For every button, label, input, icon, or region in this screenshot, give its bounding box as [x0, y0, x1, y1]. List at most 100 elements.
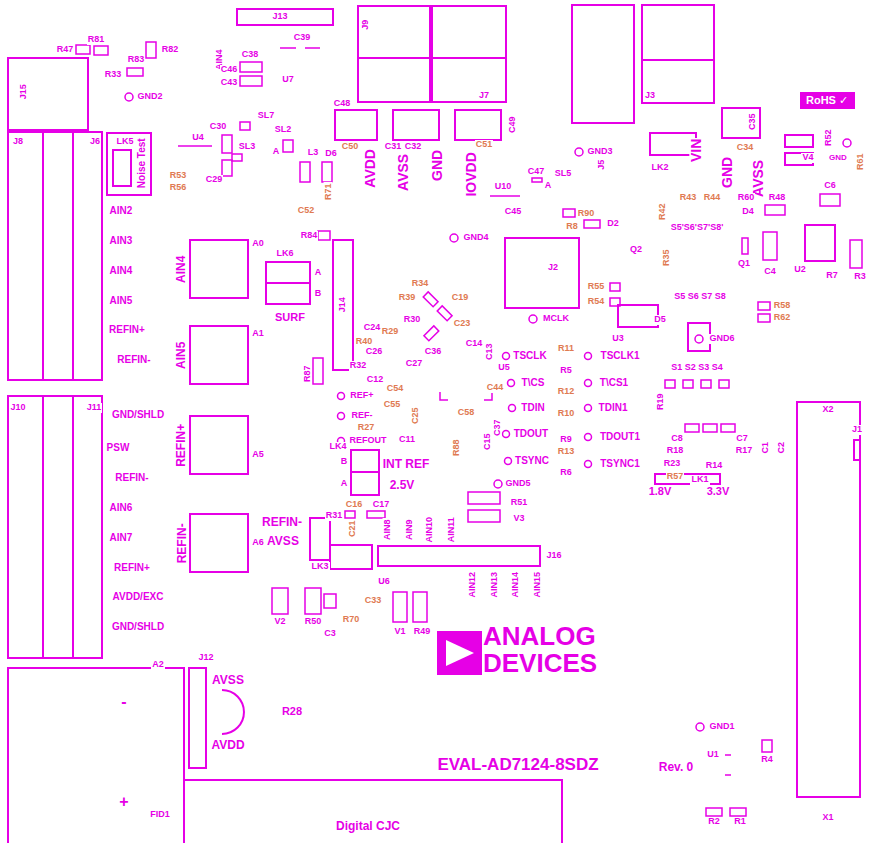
- connector-outline: [785, 135, 813, 147]
- component-pad: [665, 380, 675, 388]
- silk-label: AIN12: [468, 571, 477, 599]
- silk-label: 1.8V: [648, 486, 673, 498]
- connector-outline: [266, 262, 310, 304]
- silk-label: R43: [679, 193, 698, 202]
- silk-label: J14: [338, 296, 347, 313]
- silk-label: R61: [855, 153, 864, 172]
- silk-label: REF+: [349, 391, 374, 400]
- silk-label: R81: [87, 35, 106, 44]
- silk-label: LK6: [275, 249, 294, 258]
- silk-label: 2.5V: [389, 479, 416, 492]
- silk-label: R87: [302, 365, 311, 384]
- silk-label: R40: [355, 337, 374, 346]
- silk-label: ANALOG DEVICES: [482, 623, 624, 678]
- silk-label: C6: [823, 181, 837, 190]
- component-pad: [721, 424, 735, 432]
- silk-label: C21: [347, 520, 356, 539]
- silk-label: C23: [453, 319, 472, 328]
- silk-label: S5 S6 S7 S8: [673, 292, 727, 301]
- silk-label: V2: [273, 617, 286, 626]
- silk-label: TSCLK: [512, 351, 547, 362]
- component-pad: [563, 209, 575, 217]
- silk-label: R82: [161, 45, 180, 54]
- silk-label: V1: [393, 627, 406, 636]
- connector-outline: [455, 110, 501, 140]
- rohs-badge: RoHS ✓: [800, 92, 855, 109]
- silk-label: AIN6: [109, 503, 134, 514]
- component-pad: [423, 292, 438, 307]
- silk-label: Noise Test: [137, 137, 148, 189]
- test-point: [509, 405, 516, 412]
- connector-outline: [378, 546, 540, 566]
- silk-label: C49: [507, 116, 516, 135]
- component-pad: [440, 392, 492, 400]
- component-pad: [610, 283, 620, 291]
- component-pad: [367, 511, 385, 518]
- silk-label: R23: [663, 459, 682, 468]
- silk-label: AIN13: [490, 571, 499, 599]
- silk-label: C47: [527, 167, 546, 176]
- silk-label: C25: [410, 407, 419, 426]
- silk-label: GND2: [136, 92, 163, 101]
- silk-label: J7: [478, 91, 490, 100]
- silk-label: C27: [405, 359, 424, 368]
- connector-outline: [8, 58, 88, 130]
- test-point: [494, 480, 502, 488]
- silk-label: C33: [364, 596, 383, 605]
- silk-label: TSCLK1: [600, 351, 641, 362]
- component-pad: [345, 511, 355, 518]
- connector-outline: [266, 282, 310, 284]
- silk-label: REFIN+: [113, 563, 151, 574]
- silk-label: C45: [504, 207, 523, 216]
- connector-outline: [854, 440, 860, 460]
- adi-logo: [437, 631, 483, 675]
- silk-label: R53: [169, 171, 188, 180]
- silk-label: S1 S2 S3 S4: [670, 363, 724, 372]
- component-pad: [322, 162, 332, 182]
- component-pad: [324, 594, 336, 608]
- silk-label: A1: [251, 329, 265, 338]
- silk-label: C13: [484, 343, 493, 362]
- component-pad: [222, 135, 232, 153]
- silk-label: X1: [821, 813, 834, 822]
- badge-text: RoHS ✓: [806, 94, 849, 106]
- component-pad: [393, 592, 407, 622]
- silk-label: R60: [737, 193, 756, 202]
- test-point: [843, 139, 851, 147]
- test-point: [503, 431, 510, 438]
- silk-label: TSYNC: [514, 456, 550, 467]
- adi-logo: [446, 640, 474, 666]
- silk-label: J9: [361, 19, 370, 31]
- connector-outline: [358, 57, 506, 59]
- component-pad: [94, 46, 108, 55]
- component-pad: [703, 424, 717, 432]
- silk-label: C17: [372, 500, 391, 509]
- connector-outline: [688, 323, 710, 351]
- component-pad: [532, 178, 542, 182]
- silk-label: Q2: [629, 245, 643, 254]
- connector-outline: [572, 5, 634, 123]
- silk-label: V4: [801, 153, 814, 162]
- silk-label: R47: [56, 45, 75, 54]
- connector-outline: [8, 668, 184, 843]
- silk-label: J12: [197, 653, 214, 662]
- silk-label: REFIN-: [261, 516, 303, 529]
- silk-label: C15: [482, 433, 491, 452]
- test-point: [125, 93, 851, 731]
- silk-label: R28: [281, 706, 303, 718]
- silk-label: GND/SHLD: [111, 622, 165, 633]
- silk-label: R70: [342, 615, 361, 624]
- connector-outline: [642, 59, 714, 61]
- silk-label: J3: [644, 91, 656, 100]
- connector-outline: [8, 5, 860, 843]
- test-point: [585, 353, 592, 360]
- connector-outline: [190, 514, 248, 572]
- connector-outline: [642, 5, 714, 103]
- silk-label: LK3: [310, 562, 329, 571]
- silk-label: AIN5: [109, 296, 134, 307]
- silk-label: REFIN+: [108, 325, 146, 336]
- component-pad: [305, 588, 321, 614]
- component-pad: [413, 592, 427, 622]
- silk-label: R62: [773, 313, 792, 322]
- silk-label: J13: [271, 12, 288, 21]
